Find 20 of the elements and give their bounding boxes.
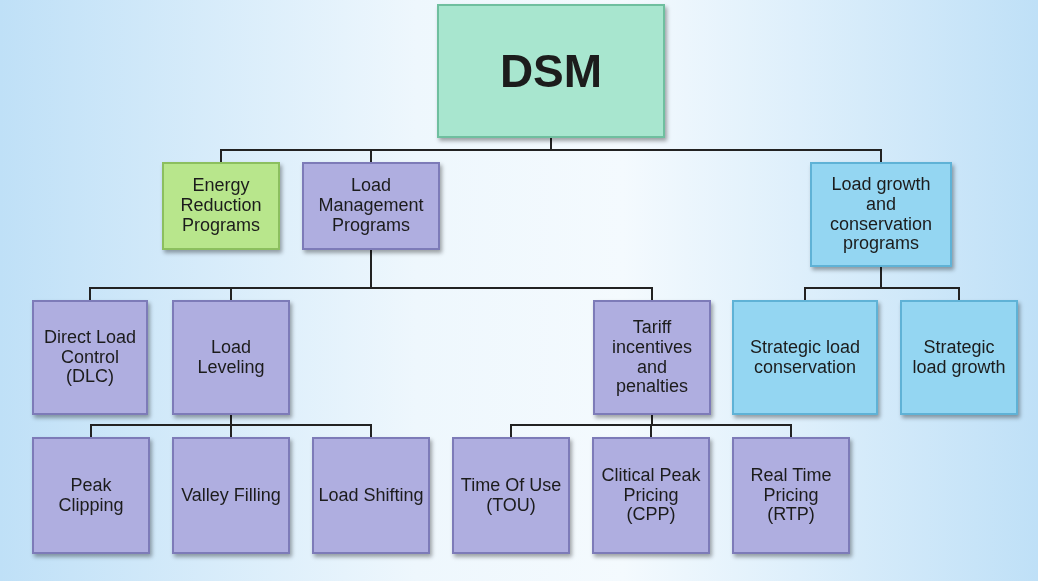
category-box: Energy Reduction Programs — [162, 162, 280, 250]
category-box: Real Time Pricing (RTP) — [732, 437, 850, 554]
category-box: Load Leveling — [172, 300, 290, 415]
category-box: Clitical Peak Pricing (CPP) — [592, 437, 710, 554]
category-box: Load Management Programs — [302, 162, 440, 250]
category-box: Strategic load growth — [900, 300, 1018, 415]
connector-line — [651, 414, 792, 438]
category-box: Load Shifting — [312, 437, 430, 554]
category-box: Peak Clipping — [32, 437, 150, 554]
category-box: Strategic load conservation — [732, 300, 878, 415]
category-box: Load growth and conservation programs — [810, 162, 952, 267]
connector-line — [880, 266, 960, 301]
category-box: Tariff incentives and penalties — [593, 300, 711, 415]
category-box: Direct Load Control (DLC) — [32, 300, 148, 415]
category-box: Time Of Use (TOU) — [452, 437, 570, 554]
title-box: DSM — [437, 4, 665, 138]
connector-line — [370, 249, 653, 301]
connector-line — [230, 414, 372, 438]
connector-line — [550, 137, 882, 163]
category-box: Valley Filling — [172, 437, 290, 554]
